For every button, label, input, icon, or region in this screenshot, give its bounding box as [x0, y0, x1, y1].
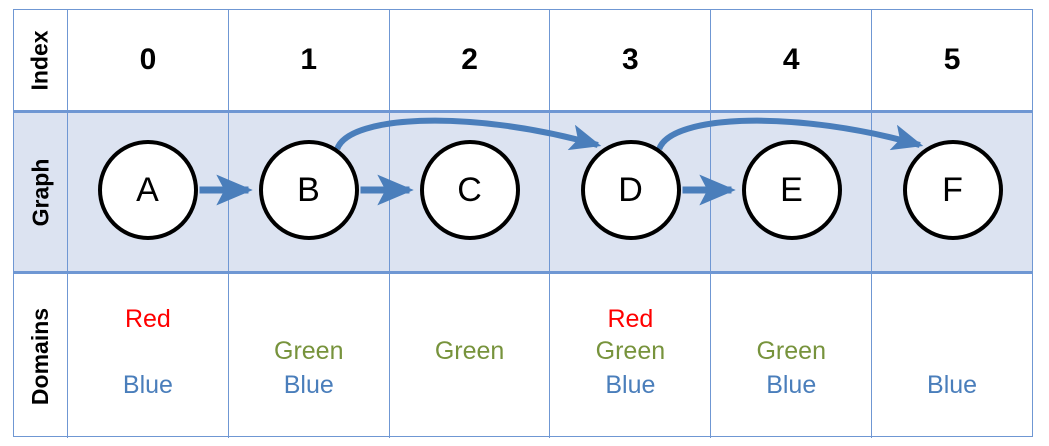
index-cell: 1 [229, 10, 390, 110]
index-cells: 0 1 2 3 4 5 [68, 10, 1032, 110]
index-cell: 5 [872, 10, 1032, 110]
domain-value-red: Red [124, 305, 171, 333]
index-row: Index 0 1 2 3 4 5 [14, 10, 1032, 110]
index-row-label: Index [14, 10, 68, 110]
index-cell: 3 [550, 10, 712, 110]
index-cell: 2 [390, 10, 551, 110]
domain-stack: Blue [872, 274, 1032, 438]
domain-value-green: Green [595, 337, 666, 365]
domain-value-blue: Blue [283, 371, 334, 399]
graph-cell [711, 113, 873, 271]
graph-row-label: Graph [14, 113, 68, 271]
index-cell: 0 [68, 10, 229, 110]
graph-cell [229, 113, 390, 271]
index-value: 5 [943, 43, 961, 76]
graph-cells [68, 113, 1032, 271]
domain-value-green: Green [756, 337, 826, 365]
index-value: 1 [300, 43, 318, 76]
graph-cell [390, 113, 551, 271]
graph-cell [872, 113, 1032, 271]
constraint-graph-table: Index 0 1 2 3 4 5 [13, 9, 1033, 438]
index-value: 2 [461, 43, 478, 76]
index-value: 0 [139, 43, 157, 76]
domains-row-label-text: Domains [27, 307, 54, 405]
domain-value-blue: Blue [605, 371, 656, 399]
domain-value-blue: Blue [766, 371, 817, 399]
domain-value-red: Red [607, 305, 654, 333]
domain-value-green: Green [434, 337, 505, 365]
domain-value-green: Green [274, 337, 344, 365]
index-cell: 4 [711, 10, 873, 110]
index-row-label-text: Index [27, 29, 54, 91]
domains-cell: Blue [872, 274, 1032, 438]
index-value: 4 [782, 43, 800, 76]
graph-cell [68, 113, 229, 271]
domain-value-blue: Blue [122, 371, 173, 399]
domains-row-label: Domains [14, 274, 68, 438]
domain-stack: Green [390, 274, 550, 438]
domains-cell: Green [390, 274, 551, 438]
index-value: 3 [622, 43, 639, 76]
domain-value-blue: Blue [927, 371, 978, 399]
graph-row: Graph [14, 110, 1032, 274]
graph-cell [550, 113, 712, 271]
graph-row-label-text: Graph [27, 158, 54, 226]
